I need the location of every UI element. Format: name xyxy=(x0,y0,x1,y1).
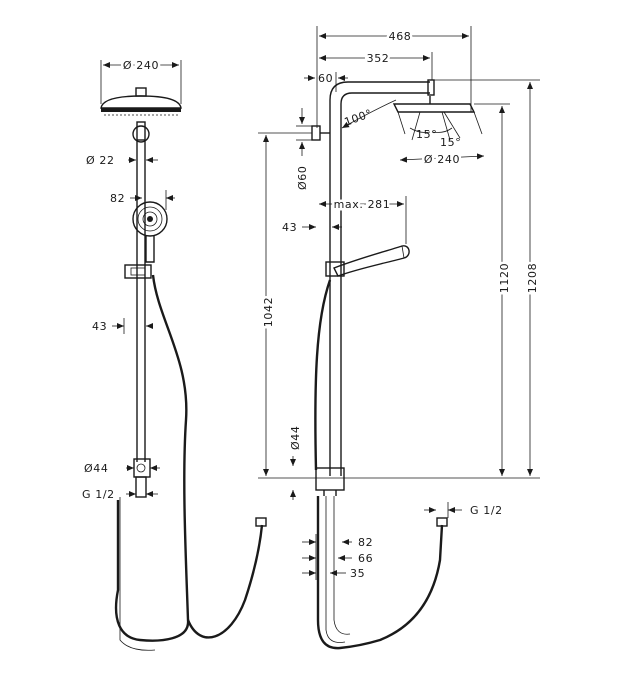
shower-rail-side xyxy=(329,79,435,476)
dim-label: 60 xyxy=(318,72,333,85)
dim-arm-diameter: Ø 22 xyxy=(86,154,158,167)
dim-label: 66 xyxy=(358,552,373,565)
dim-label: Ø44 xyxy=(84,462,108,475)
dim-label: 352 xyxy=(367,52,390,65)
dim-label: 15° xyxy=(416,128,437,141)
hose-side xyxy=(314,279,448,650)
dim-tilt-angles: 15° 15° xyxy=(409,127,461,149)
dim-label: Ø44 xyxy=(289,426,302,450)
wall-bracket-side xyxy=(311,125,330,141)
shower-rail-front xyxy=(136,140,146,462)
dim-label: 468 xyxy=(389,30,412,43)
dim-total-reach: 468 xyxy=(316,26,472,128)
dim-bracket-height: 1042 xyxy=(258,132,540,479)
dim-label: 35 xyxy=(350,567,365,580)
dim-label: G 1/2 xyxy=(82,488,115,501)
dim-label: Ø 22 xyxy=(86,154,115,167)
dim-arm-reach: 352 xyxy=(319,50,433,80)
dim-total-height: 1208 xyxy=(434,79,542,476)
slider-front xyxy=(124,264,152,279)
dim-max-handshower-reach: max. 281 xyxy=(319,196,407,244)
dim-connection-side: G 1/2 xyxy=(424,502,503,518)
dim-bottom-offsets: 82 66 35 xyxy=(302,534,373,580)
overhead-shower-front xyxy=(100,87,182,116)
mixer-front xyxy=(133,458,151,498)
dim-label: max. 281 xyxy=(334,198,391,211)
dim-wall-bracket-diameter: Ø60 xyxy=(296,108,312,190)
dim-rail-offset-side: 43 xyxy=(282,221,342,234)
hand-shower-front xyxy=(132,201,168,263)
dim-label: 1208 xyxy=(526,263,539,293)
side-view: 468 352 60 100° Ø60 xyxy=(258,26,542,650)
dim-handshower-offset: 82 xyxy=(110,190,175,210)
dim-label: 1042 xyxy=(262,297,275,327)
dim-wall-offset: 60 xyxy=(304,72,348,92)
dim-tilt-angle: 100° xyxy=(341,99,397,129)
dim-connection-front: G 1/2 xyxy=(82,488,158,501)
dim-mixer-diameter-side: Ø44 xyxy=(289,426,302,500)
dim-label: 15° xyxy=(440,136,461,149)
dim-label: Ø60 xyxy=(296,166,309,190)
slider-side xyxy=(325,261,345,277)
dim-label: Ø 240 xyxy=(424,153,460,166)
dim-head-diameter-side: Ø 240 xyxy=(399,151,485,169)
overhead-shower-side xyxy=(392,96,483,141)
front-view: Ø 240 Ø 22 82 43 Ø44 xyxy=(82,57,267,651)
dim-head-height: 1120 xyxy=(474,103,514,476)
dim-label: 82 xyxy=(358,536,373,549)
dim-label: 100° xyxy=(343,107,375,129)
dim-mixer-diameter-front: Ø44 xyxy=(84,462,160,475)
dim-rail-offset-front: 43 xyxy=(92,318,153,334)
dim-label: G 1/2 xyxy=(470,504,503,517)
dim-label: Ø 240 xyxy=(123,59,159,72)
hose-front xyxy=(114,274,267,651)
dim-head-diameter-front: Ø 240 xyxy=(100,57,182,104)
dim-label: 82 xyxy=(110,192,125,205)
dim-label: 43 xyxy=(282,221,297,234)
hand-shower-side xyxy=(333,245,410,277)
rail-top-connector xyxy=(132,121,150,143)
mixer-side xyxy=(315,467,345,496)
dim-label: 43 xyxy=(92,320,107,333)
dim-label: 1120 xyxy=(498,263,511,293)
